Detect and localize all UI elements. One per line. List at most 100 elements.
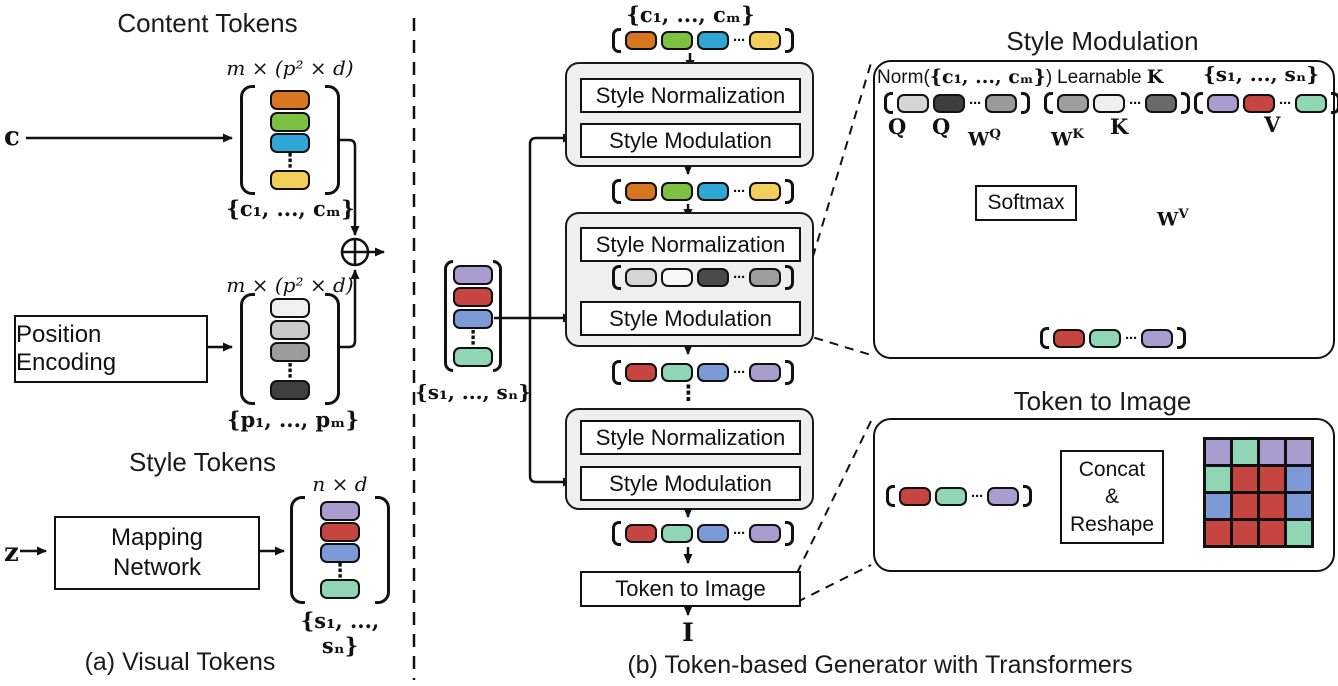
token-pill (270, 379, 310, 400)
tokens: ··· (899, 486, 1019, 506)
token-pill (320, 578, 360, 599)
token-pill (1057, 93, 1089, 113)
wv-base: W (1157, 208, 1179, 231)
token-pill (625, 363, 657, 382)
bracket-left (1040, 327, 1049, 349)
style-token-stack-a: ⋮ (290, 496, 390, 604)
wk-sup: K (1072, 127, 1084, 142)
style-modulation-2: Style Modulation (580, 301, 801, 336)
ellipsis: ··· (1279, 94, 1292, 112)
content-tokens-title: Content Tokens (117, 8, 298, 38)
input-set-label-b: {c₁, ..., cₘ} (626, 2, 755, 27)
token-row-4: ··· (612, 521, 794, 546)
token-pill (987, 486, 1019, 506)
wk-label: WK (1051, 127, 1084, 150)
dash-mod2-to-panel-bottom (798, 332, 872, 356)
bracket-right (785, 360, 794, 385)
concat-line3: Reshape (1069, 512, 1155, 536)
caption-a: (a) Visual Tokens (84, 648, 276, 676)
style-modulation-1: Style Modulation (580, 123, 801, 158)
output-image-label: I (682, 618, 694, 647)
arrow-content-to-plus (339, 138, 360, 236)
style-normalization-2: Style Normalization (580, 227, 801, 262)
softmax-box: Softmax (975, 185, 1077, 221)
ellipsis: ··· (1125, 329, 1138, 347)
grid-cell (1287, 440, 1311, 464)
token-pill (697, 31, 729, 50)
bracket-right (1023, 485, 1032, 507)
token-pill (661, 268, 693, 287)
style-modulation-3: Style Modulation (580, 466, 801, 501)
style-tokens: ⋮ (453, 260, 493, 372)
mapping-line1: Mapping (110, 524, 204, 551)
ellipsis: ··· (733, 32, 746, 49)
grid-cell (1233, 467, 1257, 491)
learnable-prefix: Learnable (1057, 67, 1147, 88)
token-pill (1093, 93, 1125, 113)
ellipsis: ··· (733, 269, 746, 286)
token-pill (697, 524, 729, 543)
caption-b: (b) Token-based Generator with Transform… (627, 651, 1133, 679)
bracket-right (785, 28, 794, 53)
concat-line1: Concat (1078, 458, 1146, 482)
bracket-right (1331, 92, 1338, 114)
v-label: V (1264, 112, 1281, 137)
token-pill (661, 524, 693, 543)
grid-cell (1260, 521, 1284, 545)
tokens: ··· (625, 31, 781, 50)
ellipsis: ··· (1129, 94, 1142, 112)
bracket-right (785, 521, 794, 546)
bracket-left (1194, 92, 1203, 114)
arrow-position-to-plus (339, 269, 360, 349)
grid-cell (1233, 494, 1257, 518)
bracket-left (612, 265, 621, 290)
token-pill (270, 320, 310, 341)
token-row-3: ··· (612, 360, 794, 385)
token-pill (749, 524, 781, 543)
token-pill (270, 133, 310, 154)
token-pill (270, 90, 310, 110)
tokens: ··· (1207, 93, 1327, 113)
tti-input-row: ··· (886, 485, 1032, 507)
grid-cell (1260, 440, 1284, 464)
style-set-label-b: {s₁, ..., sₙ} (414, 380, 532, 404)
grid-cell (1287, 521, 1311, 545)
norm-token-row: ··· (884, 92, 1030, 114)
dash-mod2-to-panel-top (798, 62, 872, 304)
token-pill (1141, 328, 1173, 348)
position-encoding-box: Position Encoding (14, 315, 208, 383)
grid-cell (1287, 467, 1311, 491)
wq-base: W (968, 128, 990, 151)
bracket-right (375, 496, 390, 604)
content-dim-label: m × (p² × d) (226, 56, 354, 80)
token-pill (270, 298, 310, 318)
grid-cell (1287, 494, 1311, 518)
bracket-left (886, 485, 895, 507)
tokens: ··· (1053, 328, 1173, 348)
token-pill (453, 287, 493, 308)
content-token-stack: ⋮ (240, 85, 340, 195)
wq-sup: Q (989, 127, 1001, 142)
bracket-left (240, 293, 255, 405)
token-pill (749, 182, 781, 201)
pixel-grid (1203, 437, 1314, 548)
bracket-right (493, 260, 502, 372)
tokens: ··· (1057, 93, 1177, 113)
token-pill (625, 182, 657, 201)
style-dim-label: n × d (312, 472, 368, 496)
position-tokens: ⋮ (255, 293, 325, 405)
token-pill (320, 522, 360, 543)
grid-cell (1206, 440, 1230, 464)
content-tokens: ⋮ (255, 85, 325, 195)
ellipsis: ⋮ (280, 150, 300, 173)
token-pill (453, 265, 493, 285)
ellipsis: ··· (969, 94, 982, 112)
style-tokens-title: Style Tokens (129, 447, 276, 477)
concat-line2: & (1104, 485, 1119, 509)
learnable-k-label: Learnable K (1057, 66, 1163, 89)
token-pill (749, 31, 781, 50)
learnable-math: K (1146, 66, 1164, 88)
token-pill (270, 111, 310, 132)
q-label-2: Q (932, 114, 951, 139)
